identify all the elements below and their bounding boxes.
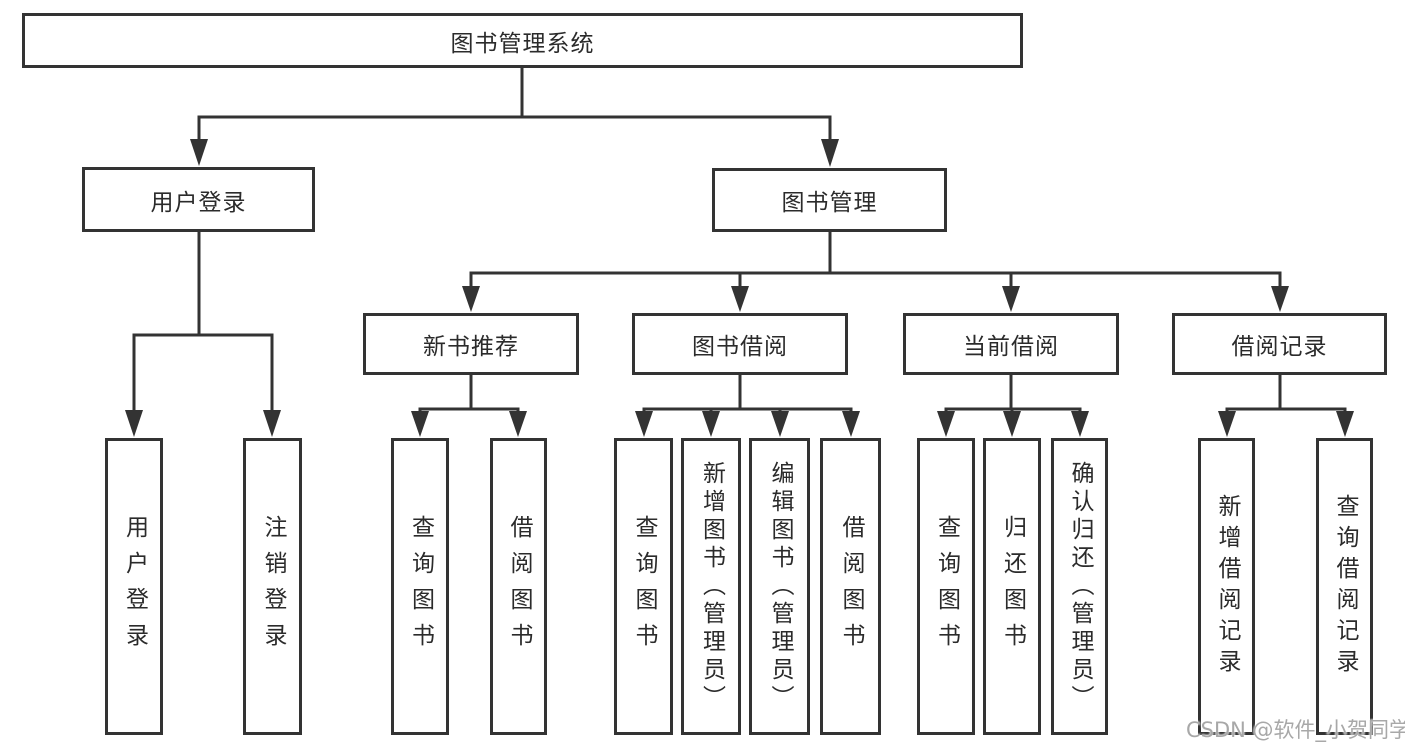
csdn-watermark: CSDN @软件_小贺同学 (1186, 718, 1405, 742)
node-book-borrow: 图书借阅 (632, 313, 848, 375)
leaf-query-borrow-record: 查询借阅记录 (1316, 438, 1373, 735)
leaf-edit-book-admin: 编辑图书（管理员） (749, 438, 810, 735)
leaf-recommend-query-book: 查询图书 (391, 438, 449, 735)
node-root: 图书管理系统 (22, 13, 1023, 68)
node-new-book-recommend: 新书推荐 (363, 313, 579, 375)
leaf-confirm-return-admin: 确认归还（管理员） (1051, 438, 1108, 735)
leaf-recommend-borrow-book: 借阅图书 (490, 438, 547, 735)
leaf-add-borrow-record: 新增借阅记录 (1198, 438, 1255, 735)
node-borrow-records: 借阅记录 (1172, 313, 1387, 375)
arrowheads (125, 139, 1354, 437)
node-user-login: 用户登录 (82, 167, 315, 232)
leaf-logout: 注销登录 (243, 438, 302, 735)
leaf-borrow-query-book: 查询图书 (614, 438, 673, 735)
leaf-user-login: 用户登录 (105, 438, 163, 735)
leaf-return-book: 归还图书 (983, 438, 1041, 735)
node-book-management: 图书管理 (712, 168, 947, 232)
leaf-borrow-book: 借阅图书 (820, 438, 881, 735)
node-current-borrow: 当前借阅 (903, 313, 1119, 375)
leaf-add-book-admin: 新增图书（管理员） (681, 438, 741, 735)
leaf-current-query-book: 查询图书 (917, 438, 975, 735)
